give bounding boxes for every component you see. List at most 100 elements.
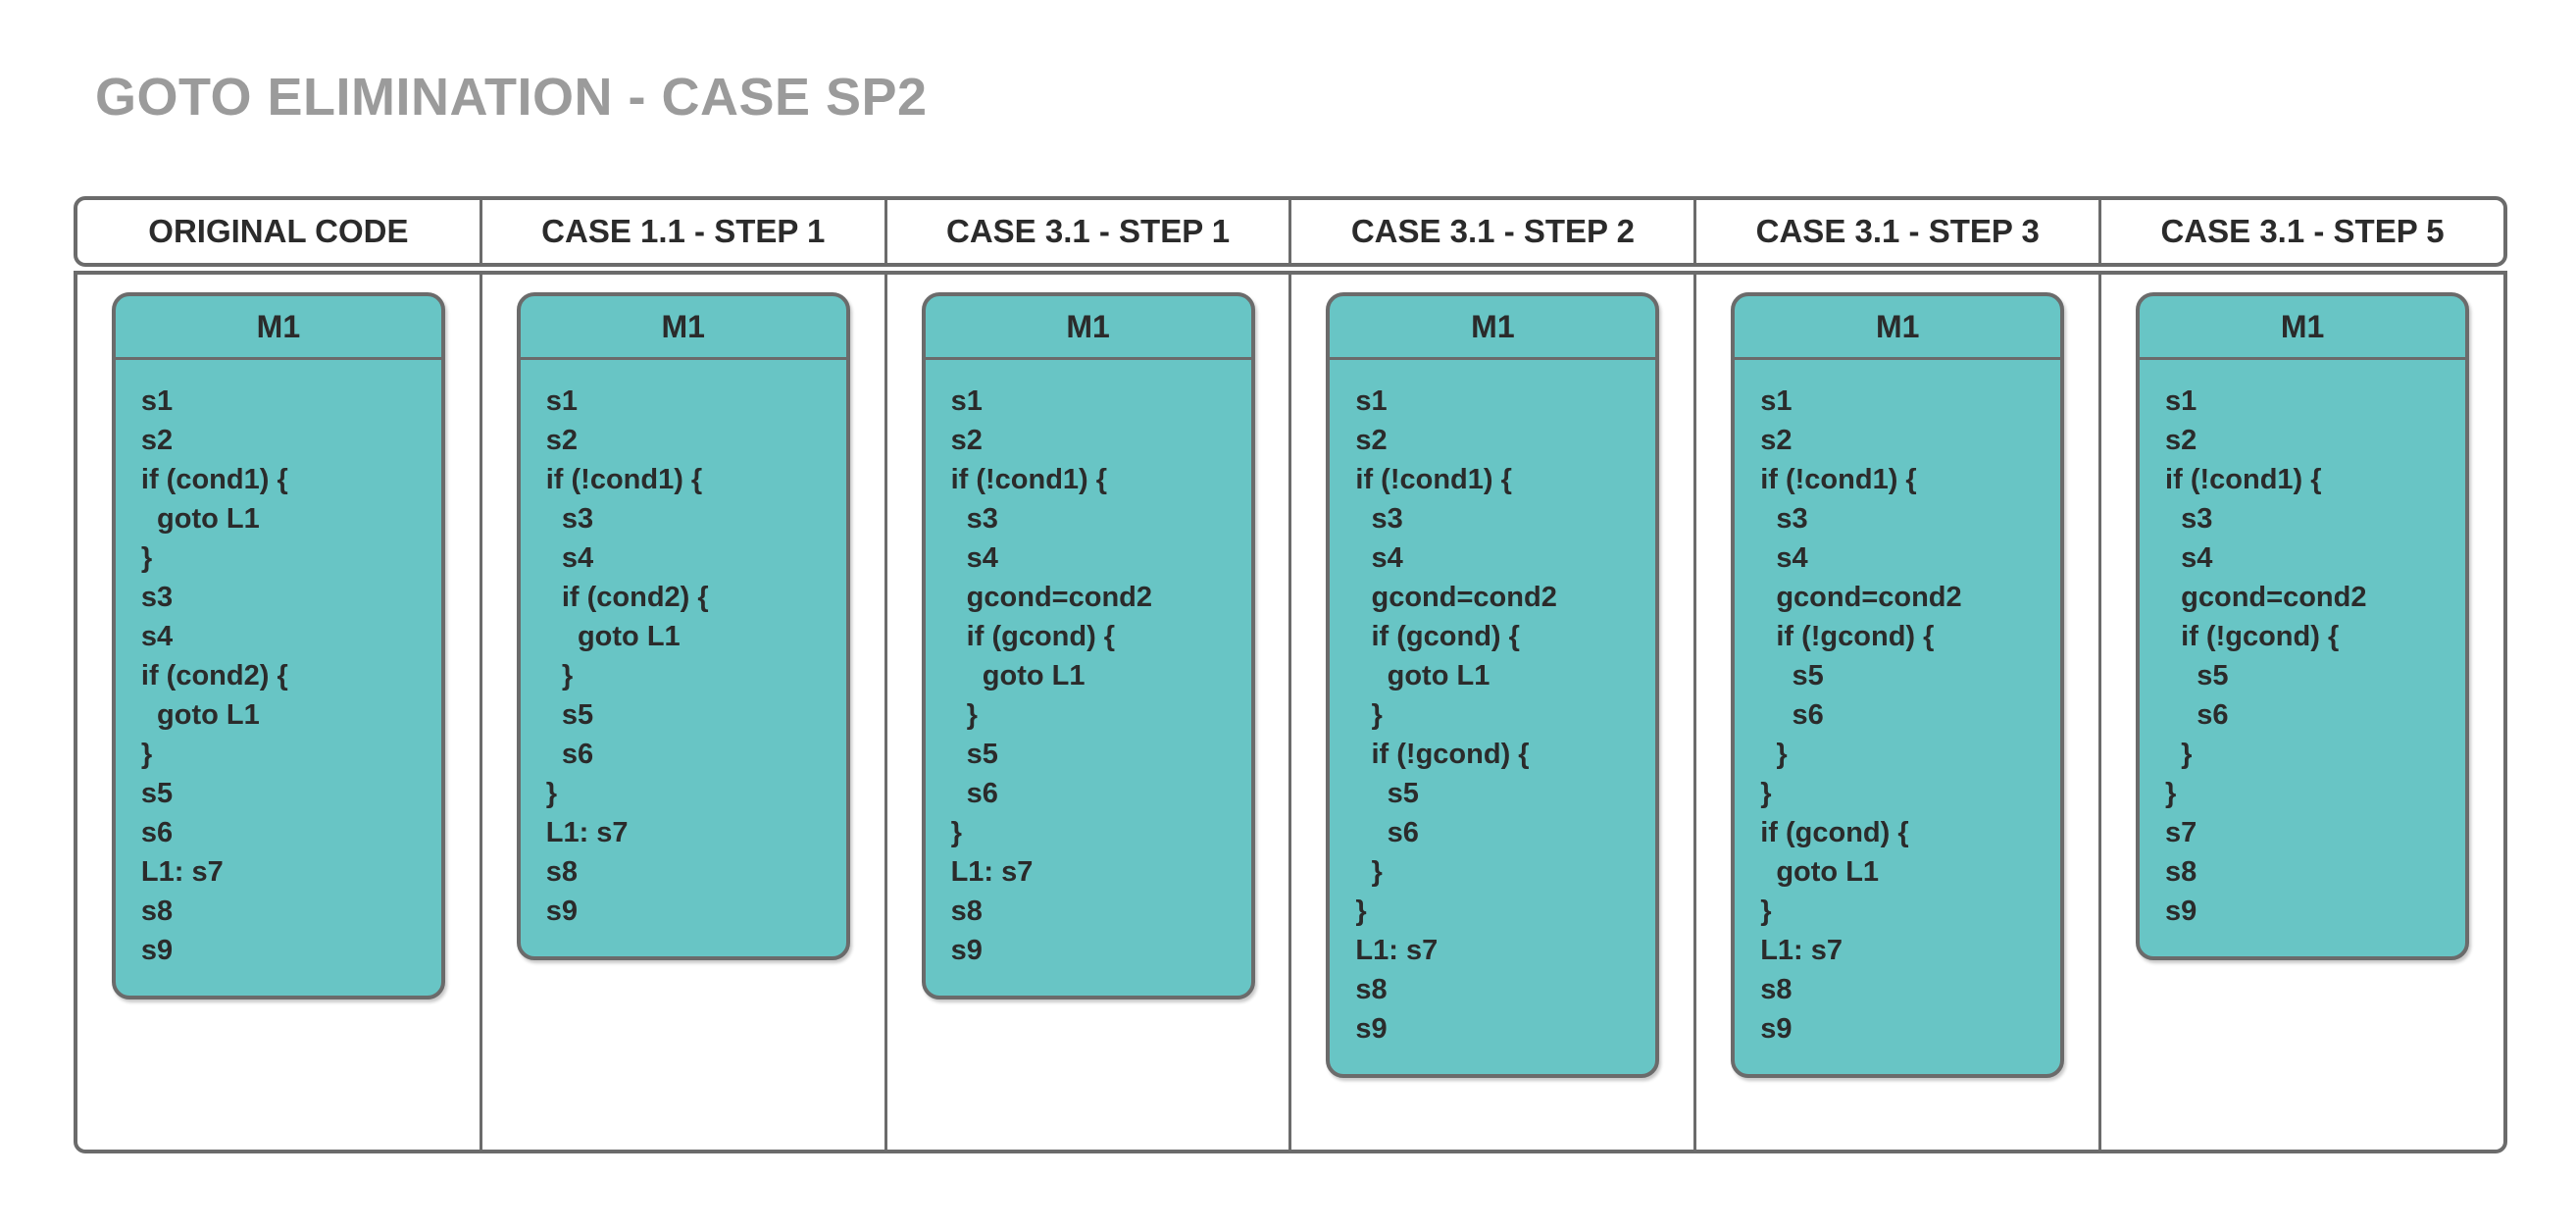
code-line: s1 [140, 385, 174, 417]
code-line: s3 [1760, 503, 1808, 535]
code-line: s5 [545, 699, 594, 731]
code-line: s9 [2165, 896, 2197, 927]
code-card-title: M1 [1735, 296, 2061, 360]
code-line: s2 [2165, 425, 2197, 456]
code-line: gcond=cond2 [1760, 582, 1962, 613]
code-line: goto L1 [1355, 660, 1490, 691]
code-line: if (!cond1) { [545, 464, 703, 495]
column-header-case-3-1-step-5: CASE 3.1 - STEP 5 [2160, 213, 2445, 249]
code-card-title: M1 [520, 296, 846, 360]
code-line: s7 [2165, 817, 2197, 848]
code-line: s1 [1355, 385, 1388, 417]
code-line: s8 [950, 896, 983, 927]
code-line: if (cond1) { [140, 464, 288, 495]
code-card-title: M1 [2140, 296, 2466, 360]
code-line: s1 [545, 385, 578, 417]
comparison-table: ORIGINAL CODE CASE 1.1 - STEP 1 CASE 3.1… [74, 196, 2507, 1153]
code-line: s6 [950, 778, 998, 809]
code-line: if (!gcond) { [2165, 621, 2340, 652]
code-line: s4 [950, 542, 998, 574]
code-card-body: s1 s2 if (!cond1) { s3 s4 if (cond2) { got… [521, 360, 846, 956]
code-line: s1 [1760, 385, 1793, 417]
code-line: if (!cond1) { [950, 464, 1108, 495]
table-cell-case-1-1-step-1: M1 s1 s2 if (!cond1) { s3 s4 if (cond2) { … [482, 275, 887, 1150]
code-line: goto L1 [545, 621, 681, 652]
code-line: s5 [1760, 660, 1824, 691]
code-line: } [140, 739, 153, 770]
code-line: L1: s7 [950, 856, 1034, 888]
code-line: L1: s7 [1355, 935, 1439, 966]
code-line: s5 [950, 739, 998, 770]
code-line: L1: s7 [545, 817, 629, 848]
code-line: } [1760, 778, 1772, 809]
code-line: L1: s7 [1760, 935, 1844, 966]
column-header-case-3-1-step-2: CASE 3.1 - STEP 2 [1291, 200, 1697, 263]
code-line: s4 [545, 542, 594, 574]
code-line: s2 [140, 425, 174, 456]
code-line: } [140, 542, 153, 574]
code-line: s9 [1355, 1013, 1388, 1045]
code-line: s8 [2165, 856, 2197, 888]
code-line: } [2165, 739, 2193, 770]
code-line: } [545, 660, 574, 691]
code-line: } [1760, 739, 1788, 770]
code-line: if (gcond) { [1355, 621, 1520, 652]
code-line: } [1760, 896, 1772, 927]
column-header-original-code: ORIGINAL CODE [77, 200, 482, 263]
code-line: if (!gcond) { [1355, 739, 1530, 770]
code-line: s9 [140, 935, 174, 966]
code-line: if (!cond1) { [1760, 464, 1917, 495]
code-card-title: M1 [1330, 296, 1656, 360]
column-header-case-3-1-step-1: CASE 3.1 - STEP 1 [887, 200, 1292, 263]
code-line: s1 [2165, 385, 2197, 417]
code-line: if (cond2) { [545, 582, 709, 613]
code-line: s9 [545, 896, 578, 927]
code-line: gcond=cond2 [1355, 582, 1557, 613]
code-line: s2 [545, 425, 578, 456]
code-line: s5 [1355, 778, 1419, 809]
code-line: s6 [140, 817, 174, 848]
table-body-row: M1 s1 s2 if (cond1) { goto L1} s3 s4 if (cond… [74, 271, 2507, 1153]
code-line: s9 [950, 935, 983, 966]
code-line: } [950, 699, 978, 731]
code-line: if (cond2) { [140, 660, 288, 691]
code-line: s4 [2165, 542, 2213, 574]
code-line: if (gcond) { [1760, 817, 1909, 848]
code-line: s2 [1760, 425, 1793, 456]
code-line: s3 [2165, 503, 2213, 535]
code-line: s1 [950, 385, 983, 417]
code-line: s6 [1355, 817, 1419, 848]
code-line: } [1355, 896, 1367, 927]
code-line: s2 [950, 425, 983, 456]
code-line: } [1355, 699, 1383, 731]
code-line: s2 [1355, 425, 1388, 456]
code-line: s3 [545, 503, 594, 535]
code-line: s3 [1355, 503, 1403, 535]
code-line: s6 [1760, 699, 1824, 731]
code-line: s8 [1355, 974, 1388, 1005]
code-line: if (!cond1) { [2165, 464, 2322, 495]
code-line: goto L1 [140, 503, 260, 535]
code-line: } [2165, 778, 2177, 809]
code-line: } [1355, 856, 1383, 888]
code-card-case-1-1-step-1: M1 s1 s2 if (!cond1) { s3 s4 if (cond2) { … [516, 292, 850, 960]
code-line: goto L1 [1760, 856, 1880, 888]
table-header-row: ORIGINAL CODE CASE 1.1 - STEP 1 CASE 3.1… [74, 196, 2507, 267]
page-title: GOTO ELIMINATION - CASE SP2 [95, 68, 928, 127]
code-line: } [950, 817, 962, 848]
